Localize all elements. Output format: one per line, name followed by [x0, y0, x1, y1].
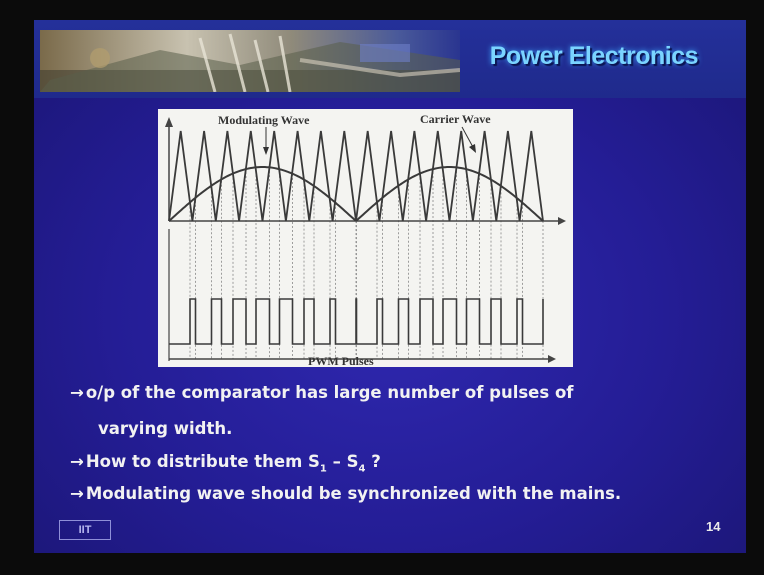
top-axis-arrowhead — [558, 217, 566, 225]
pwm-diagram: Modulating Wave Carrier Wave PWM Pulses — [165, 112, 566, 367]
page-number: 14 — [706, 519, 721, 534]
pwm-figure: Modulating Wave Carrier Wave PWM Pulses — [158, 109, 573, 367]
pointer-carrier — [461, 126, 475, 150]
slide: Power Electronics Modulating Wave Carrie… — [34, 20, 746, 553]
bullet-dash: – S — [326, 452, 359, 471]
bullet-arrow-icon: → — [70, 383, 84, 402]
institute-logo: IIT — [59, 520, 111, 540]
bullet-text: varying width. — [98, 419, 233, 438]
bullet-text: o/p of the comparator has large number o… — [85, 383, 574, 402]
bullet-arrow-icon: → — [70, 484, 84, 503]
banner-photo-image — [40, 30, 460, 92]
bullet-synchronized: →Modulating wave should be synchronized … — [70, 484, 621, 503]
bullet-text: How to distribute them S — [85, 452, 320, 471]
bullet-distribute: →How to distribute them S1 – S4 ? — [70, 452, 381, 474]
bullet-comparator-output-cont: varying width. — [98, 419, 232, 438]
slide-banner: Power Electronics — [34, 20, 746, 98]
modulating-wave — [168, 166, 544, 222]
bullet-text: Modulating wave should be synchronized w… — [85, 484, 622, 503]
label-modulating-wave: Modulating Wave — [218, 113, 310, 127]
bullet-comparator-output: →o/p of the comparator has large number … — [70, 383, 573, 402]
label-pwm-pulses: PWM Pulses — [308, 354, 374, 367]
subscript-s1: 1 — [319, 463, 327, 475]
pointer-modulating-head — [263, 147, 269, 155]
pointer-carrier-head — [469, 144, 476, 153]
banner-title: Power Electronics — [489, 42, 699, 70]
pwm-pulse-train — [169, 298, 544, 345]
label-carrier-wave: Carrier Wave — [420, 112, 491, 126]
bullet-tail: ? — [365, 452, 381, 471]
subscript-s4: 4 — [358, 463, 366, 475]
bullet-arrow-icon: → — [70, 452, 84, 471]
carrier-wave — [168, 130, 544, 222]
bottom-axis-arrowhead — [548, 355, 556, 363]
top-vertical-arrowhead — [165, 117, 173, 127]
